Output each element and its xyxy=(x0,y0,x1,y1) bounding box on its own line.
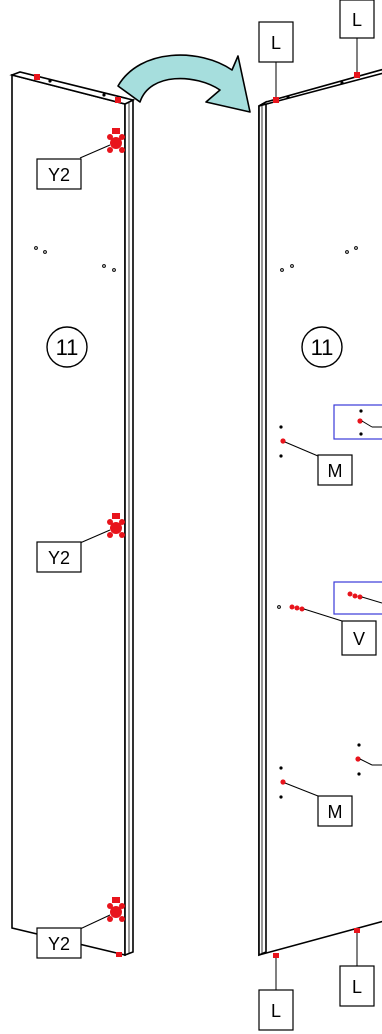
highlight-box-middle xyxy=(333,581,382,615)
label-l-top-right: L xyxy=(352,10,362,30)
label-v: V xyxy=(353,629,365,649)
l-hardware-bottom-right: L xyxy=(339,928,375,1007)
highlight-box-upper xyxy=(333,404,382,440)
cam-lock-icon xyxy=(107,897,125,922)
y2-hardware-middle: Y2 xyxy=(36,513,125,573)
cam-lock-icon xyxy=(107,128,125,153)
l-hardware-top-right: L xyxy=(339,0,375,72)
dowel-icon xyxy=(347,591,363,600)
panel-number-text-right: 11 xyxy=(311,335,334,360)
label-m-lower: M xyxy=(328,802,343,822)
right-panel: 11 L L M xyxy=(258,0,382,1031)
cam-lock-icon xyxy=(107,513,125,538)
right-top-edge-holes xyxy=(273,72,360,103)
m-hardware-upper: M xyxy=(279,425,353,486)
top-edge-holes xyxy=(34,74,121,103)
panel-number-badge-left: 11 xyxy=(46,326,88,368)
y2-hardware-top: Y2 xyxy=(36,128,125,190)
dowel-icon xyxy=(289,604,305,612)
label-y2-middle: Y2 xyxy=(48,548,70,568)
label-l-bottom-right: L xyxy=(352,977,362,997)
label-y2-bottom: Y2 xyxy=(48,934,70,954)
left-panel: 11 Y2 xyxy=(9,71,136,959)
face-holes xyxy=(34,246,116,272)
label-y2-top: Y2 xyxy=(48,165,70,185)
label-l-bottom-left: L xyxy=(271,1001,281,1021)
lower-right-dots xyxy=(355,743,382,776)
right-face-holes xyxy=(280,246,358,272)
l-hardware-top-left: L xyxy=(258,21,294,97)
label-l-top-left: L xyxy=(271,33,281,53)
l-hardware-bottom-left: L xyxy=(258,953,294,1031)
panel-number-badge-right: 11 xyxy=(301,326,343,368)
y2-hardware-bottom: Y2 xyxy=(36,897,125,959)
m-hardware-lower: M xyxy=(279,766,353,827)
v-hardware: V xyxy=(277,604,377,656)
panel-number-text-left: 11 xyxy=(56,335,79,360)
rotate-arrow-icon xyxy=(117,54,251,113)
label-m-upper: M xyxy=(328,461,343,481)
